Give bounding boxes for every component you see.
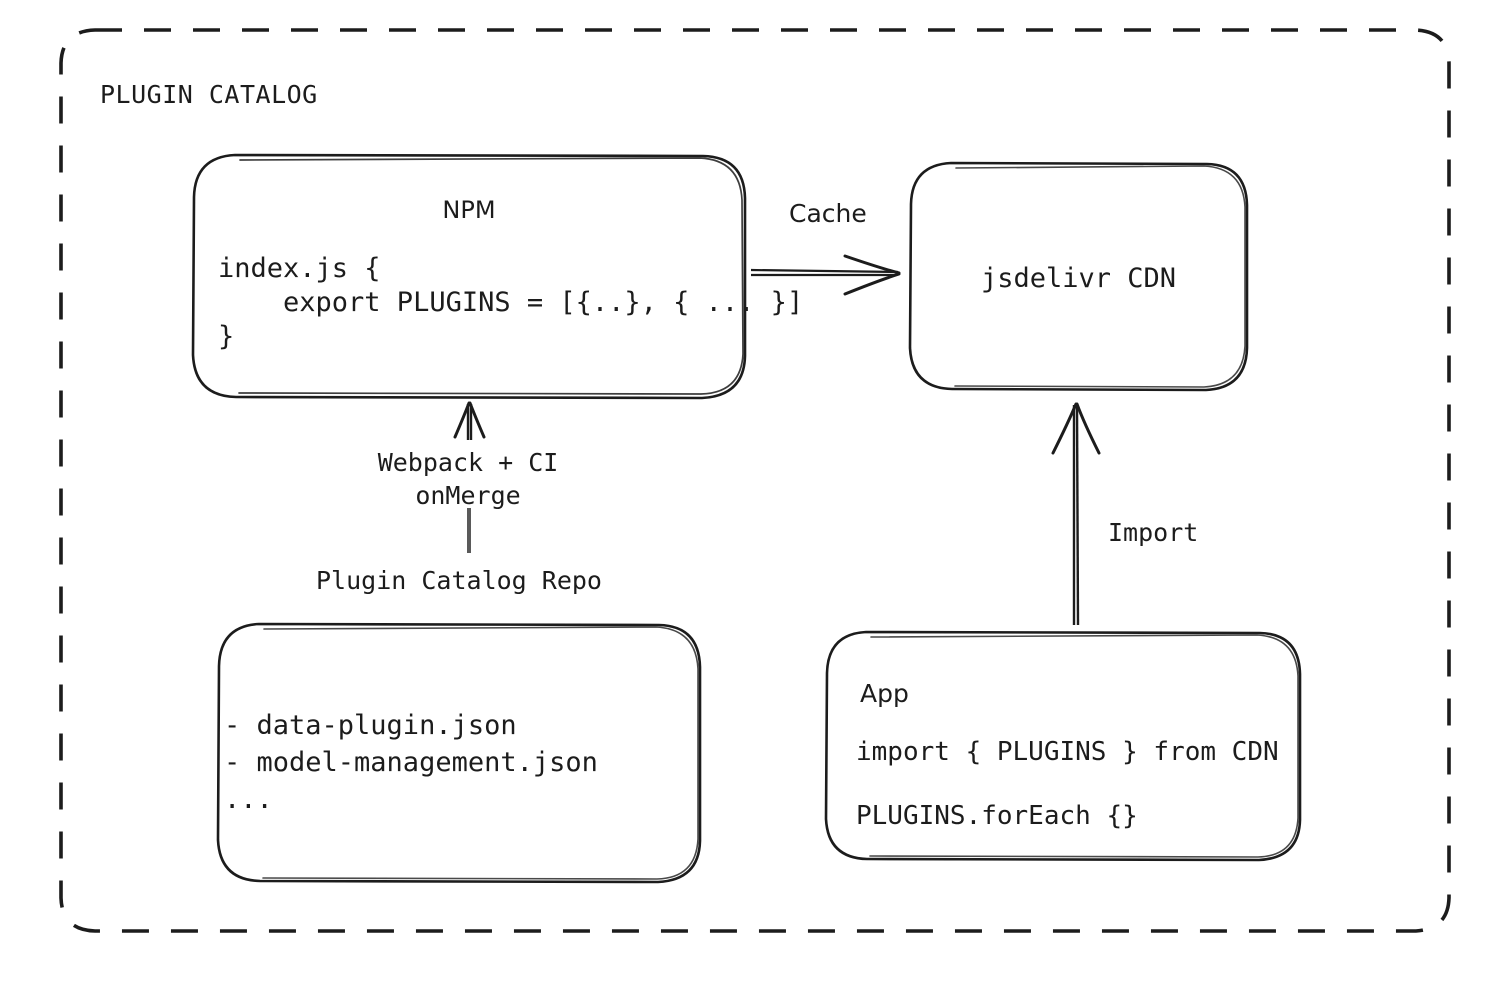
npm-node-title: NPM xyxy=(442,196,496,224)
group-title: PLUGIN CATALOG xyxy=(100,80,318,109)
edge-label-webpack-ci: Webpack + CI onMerge xyxy=(377,448,559,510)
npm-node-code: index.js { export PLUGINS = [{..}, { ...… xyxy=(218,253,804,352)
repo-node-file-list: - data-plugin.json - model-management.js… xyxy=(224,710,598,815)
edge-app-to-cdn xyxy=(1051,402,1101,626)
app-node-title: App xyxy=(860,679,909,708)
repo-node-caption: Plugin Catalog Repo xyxy=(316,566,602,595)
app-node-import-line: import { PLUGINS } from CDN xyxy=(856,737,1279,767)
cdn-node-title: jsdelivr CDN xyxy=(980,263,1177,294)
app-node-foreach-line: PLUGINS.forEach {} xyxy=(856,801,1138,831)
edge-label-import: Import xyxy=(1108,518,1199,547)
edge-label-cache: Cache xyxy=(789,199,867,228)
